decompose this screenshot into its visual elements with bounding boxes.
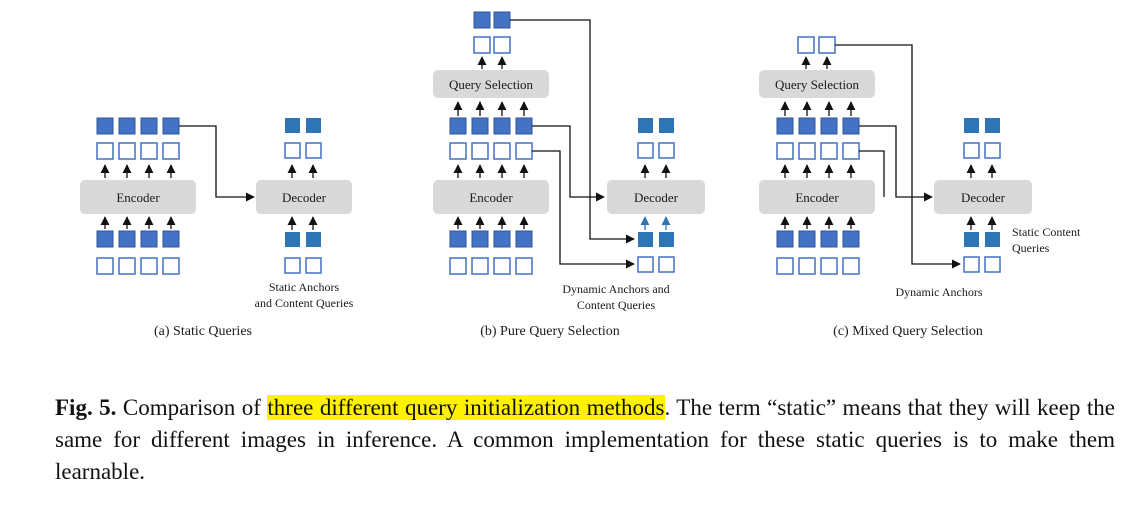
panel-b-decoder: Decoder bbox=[607, 180, 705, 214]
panel-a-encoder-label: Encoder bbox=[116, 190, 160, 205]
panel-c-pos-to-decoder-line bbox=[859, 150, 885, 197]
panel-c-decoder-query-filled-row bbox=[964, 232, 1000, 247]
panel-b-encoder-output-empty-row bbox=[449, 142, 533, 160]
panel-b-selected-filled-row bbox=[473, 11, 511, 29]
panel-b-pos-to-content-query-arrow bbox=[532, 150, 635, 269]
figure-caption: Fig. 5. Comparison of three different qu… bbox=[55, 392, 1115, 488]
panel-a-decoder: Decoder bbox=[256, 180, 352, 214]
panel-a-encoder-input-filled-row bbox=[96, 230, 180, 248]
panel-b-selection-label: Query Selection bbox=[449, 77, 534, 92]
panel-b-decoder-query-filled-row bbox=[638, 232, 674, 247]
panel-b-decoder-output-empty-row bbox=[637, 142, 675, 159]
panel-c-decoder-label: Decoder bbox=[961, 190, 1006, 205]
panel-b-selection-input-arrows bbox=[453, 101, 529, 116]
panel-c-decoder-output-filled-row bbox=[964, 118, 1000, 133]
panel-c-caption: (c) Mixed Query Selection bbox=[833, 324, 983, 339]
panel-a-encoder-input-empty-row bbox=[96, 257, 180, 275]
panel-c-query-selection: Query Selection bbox=[759, 70, 875, 98]
panel-c-encoder-output-arrows bbox=[780, 164, 856, 178]
panel-c-encoder-output-empty-row bbox=[776, 142, 860, 160]
panel-b-encoder-output-arrows bbox=[453, 164, 529, 178]
panel-c-decoder: Decoder bbox=[934, 180, 1032, 214]
panel-c-decoder-input-arrows bbox=[966, 216, 997, 230]
panel-c-encoder-label: Encoder bbox=[795, 190, 839, 205]
panel-c-selected-empty-row bbox=[797, 36, 836, 54]
panel-a-decoder-output-empty-row bbox=[284, 142, 322, 159]
panel-a-decoder-output-filled-row bbox=[285, 118, 321, 133]
panel-c-encoder-input-filled-row bbox=[776, 230, 860, 248]
panel-c-content-label-line2: Queries bbox=[1012, 241, 1050, 255]
panel-c-encoder: Encoder bbox=[759, 180, 875, 214]
panel-a-caption: (a) Static Queries bbox=[154, 324, 252, 339]
panel-a-decoder-output-arrows bbox=[287, 164, 318, 178]
panel-b-selected-empty-row bbox=[473, 36, 511, 54]
panel-b-encoder: Encoder bbox=[433, 180, 549, 214]
panel-b-decoder-output-filled-row bbox=[638, 118, 674, 133]
panel-c-decoder-output-empty-row bbox=[963, 142, 1001, 159]
panel-b-query-selection: Query Selection bbox=[433, 70, 549, 98]
panel-a-encoder-output-filled-row bbox=[96, 117, 180, 135]
panel-a-decoder-query-empty-row bbox=[284, 257, 322, 274]
panel-c-decoder-output-arrows bbox=[966, 164, 997, 178]
panel-a-encoder-output-empty-row bbox=[96, 142, 180, 160]
panel-b-encoder-input-arrows bbox=[453, 216, 529, 229]
panel-c-encoder-input-arrows bbox=[780, 216, 856, 229]
panel-c-encoder-input-empty-row bbox=[776, 257, 860, 275]
panel-c-content-label-line1: Static Content bbox=[1012, 225, 1081, 239]
panel-b-decoder-input-arrows bbox=[640, 216, 671, 230]
panel-a-memory-to-decoder-arrow bbox=[179, 125, 255, 202]
panel-a-encoder: Encoder bbox=[80, 180, 196, 214]
panel-b-encoder-output-filled-row bbox=[449, 117, 533, 135]
panel-b-decoder-query-empty-row bbox=[637, 256, 675, 273]
panel-c-selection-output-arrows bbox=[801, 56, 832, 69]
figure-label: Fig. 5. bbox=[55, 395, 117, 420]
panel-c-encoder-output-filled-row bbox=[776, 117, 860, 135]
panel-b-query-label-line1: Dynamic Anchors and bbox=[562, 282, 669, 296]
panel-a-decoder-input-arrows bbox=[287, 216, 318, 230]
panel-b-selected-to-anchor-arrow bbox=[510, 19, 635, 244]
panel-c-anchor-label: Dynamic Anchors bbox=[896, 285, 983, 299]
query-initialization-diagram: Encoder Decoder bbox=[80, 11, 1081, 339]
panel-b-memory-to-decoder-arrow bbox=[532, 125, 605, 202]
panel-b-decoder-label: Decoder bbox=[634, 190, 679, 205]
panel-b-pure-query-selection: Query Selection Encoder bbox=[433, 11, 705, 339]
panel-b-caption: (b) Pure Query Selection bbox=[480, 324, 620, 339]
panel-c-memory-to-decoder-arrow bbox=[859, 125, 933, 202]
panel-c-selection-label: Query Selection bbox=[775, 77, 860, 92]
panel-b-encoder-input-filled-row bbox=[449, 230, 533, 248]
panel-a-static-queries: Encoder Decoder bbox=[80, 117, 354, 339]
panel-c-decoder-query-empty-row bbox=[963, 256, 1001, 273]
panel-a-query-label-line1: Static Anchors bbox=[269, 280, 340, 294]
panel-b-selection-output-arrows bbox=[477, 56, 507, 69]
panel-a-encoder-output-arrows bbox=[100, 164, 176, 178]
panel-a-query-label-line2: and Content Queries bbox=[255, 296, 354, 310]
caption-text-after: . The term “static” means that they will… bbox=[55, 395, 1115, 484]
panel-b-query-label-line2: Content Queries bbox=[577, 298, 656, 312]
panel-a-encoder-input-arrows bbox=[100, 216, 176, 229]
panel-b-encoder-input-empty-row bbox=[449, 257, 533, 275]
panel-a-decoder-query-filled-row bbox=[285, 232, 321, 247]
panel-b-encoder-label: Encoder bbox=[469, 190, 513, 205]
panel-c-selection-input-arrows bbox=[780, 101, 856, 116]
panel-b-decoder-output-arrows bbox=[640, 164, 671, 178]
caption-highlighted-text: three different query initialization met… bbox=[267, 395, 665, 420]
panel-c-selected-to-anchor-arrow bbox=[835, 44, 961, 269]
panel-c-mixed-query-selection: Query Selection Encoder bbox=[759, 36, 1081, 339]
panel-a-decoder-label: Decoder bbox=[282, 190, 327, 205]
caption-text-before: Comparison of bbox=[116, 395, 268, 420]
